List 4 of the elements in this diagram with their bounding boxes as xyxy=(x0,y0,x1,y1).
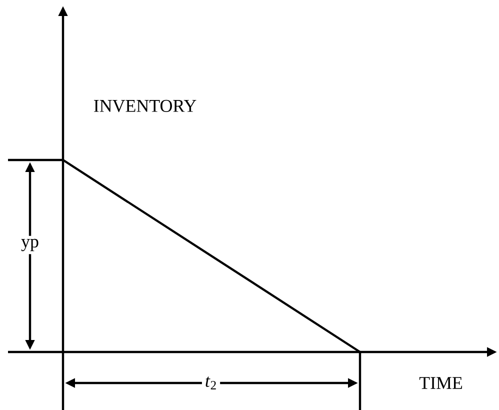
axis-label: TIME xyxy=(416,374,466,392)
dimension-label: t$_{2}$ xyxy=(202,374,220,392)
dimension-label: yp xyxy=(18,236,42,254)
axis-label: INVENTORY xyxy=(90,96,200,116)
